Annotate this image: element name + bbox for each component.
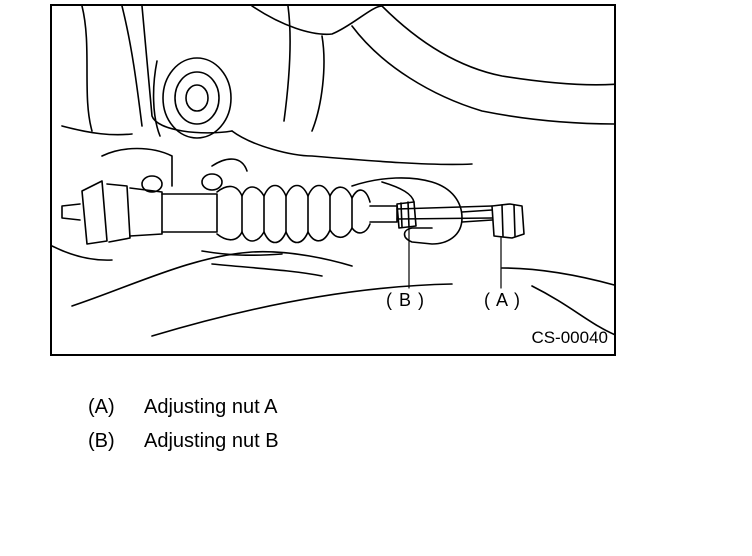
adjusting-nut-a-shape xyxy=(461,203,525,239)
callout-b: ( B ) xyxy=(386,290,425,310)
knuckle-arm xyxy=(351,177,463,245)
legend-key: (B) xyxy=(88,430,115,452)
gearbox-housing xyxy=(61,6,614,166)
legend-item: (B) Adjusting nut B xyxy=(88,430,279,453)
mounting-boss xyxy=(152,57,232,139)
callout-a: ( A ) xyxy=(484,290,522,310)
figure-code: CS-00040 xyxy=(531,328,608,347)
legend-label: Adjusting nut A xyxy=(144,396,278,418)
bellows-boot xyxy=(216,184,371,244)
tie-rod xyxy=(369,205,493,223)
legend-key: (A) xyxy=(88,396,115,418)
background-strokes xyxy=(52,245,614,337)
adjusting-nut-b-shape xyxy=(396,201,417,229)
legend-item: (A) Adjusting nut A xyxy=(88,396,277,419)
tie-rod-end-left xyxy=(61,147,248,245)
steering-rack-illustration xyxy=(52,6,614,337)
diagram-figure: ( B ) ( A ) CS-00040 xyxy=(50,4,616,356)
legend-label: Adjusting nut B xyxy=(144,430,279,452)
